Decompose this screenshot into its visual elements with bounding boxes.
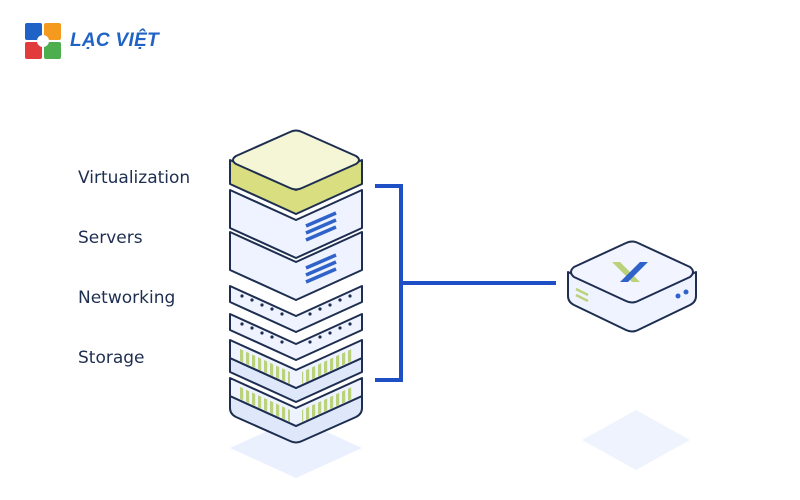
storage-block-1 (229, 339, 363, 403)
server-block-2 (229, 231, 363, 301)
server-block-1 (229, 189, 363, 259)
label-servers: Servers (78, 228, 143, 248)
networking-block-1 (229, 285, 363, 333)
appliance-device (567, 240, 697, 333)
label-networking: Networking (78, 288, 176, 308)
lac-viet-logo-icon (25, 23, 61, 59)
virtualization-block (229, 129, 363, 215)
bracket-connector (375, 184, 556, 382)
device-shadow (582, 410, 690, 470)
label-storage: Storage (78, 348, 145, 368)
brand-logo: LẠC VIỆT (24, 22, 159, 60)
x-logo-icon (612, 262, 648, 282)
label-virtualization: Virtualization (78, 168, 191, 188)
brand-name: LẠC VIỆT (70, 30, 159, 51)
storage-block-2 (229, 377, 363, 444)
stack-shadow (230, 418, 362, 478)
networking-block-2 (229, 313, 363, 361)
